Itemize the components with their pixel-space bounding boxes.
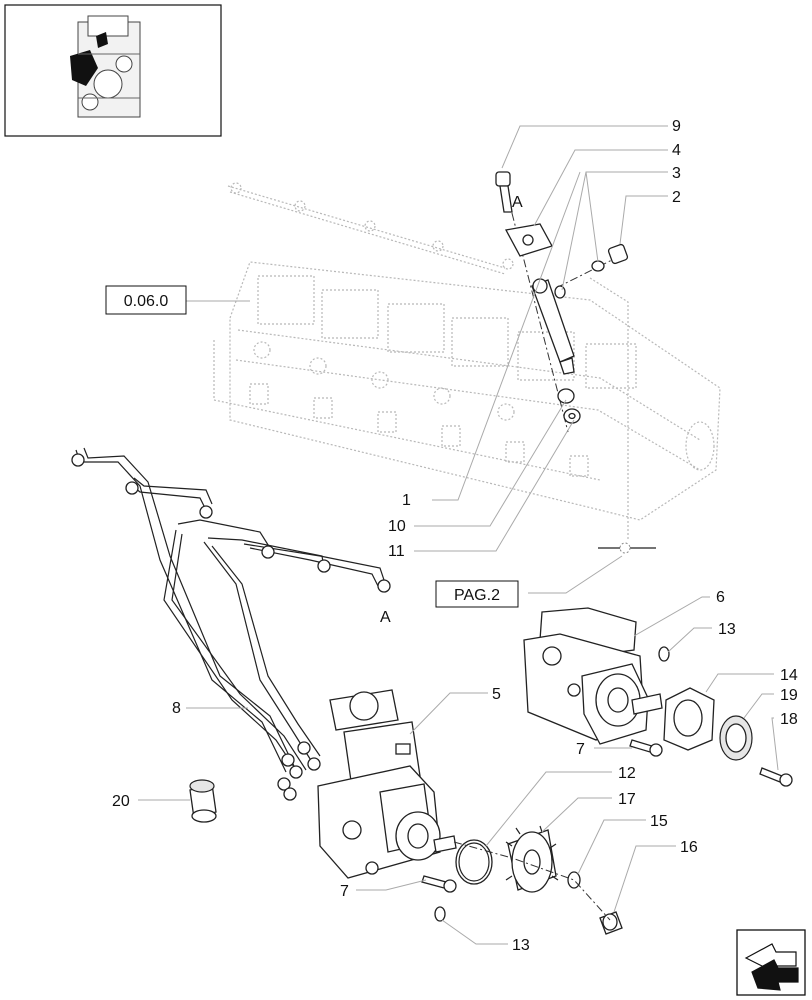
part-2-washer-bolt[interactable] xyxy=(591,243,629,272)
ref-box-continuation[interactable]: PAG.2 xyxy=(435,580,519,608)
part-6-injection-pump[interactable] xyxy=(523,607,663,745)
callout-label: 1 xyxy=(402,492,411,509)
callout-label: 10 xyxy=(388,518,406,535)
callout-label: 6 xyxy=(716,589,725,606)
part-1-injector[interactable] xyxy=(531,278,575,375)
callout-label: 2 xyxy=(672,189,681,206)
injector-assembly: A xyxy=(495,171,629,433)
next-page-arrow-icon[interactable] xyxy=(736,929,806,996)
part-14-gasket[interactable] xyxy=(663,687,715,751)
part-3-washer[interactable] xyxy=(554,285,566,299)
callout-label: 7 xyxy=(576,741,585,758)
part-15-washer[interactable] xyxy=(567,871,581,889)
part-20-fitting[interactable] xyxy=(189,779,217,823)
part-19-seal-ring[interactable] xyxy=(719,715,753,761)
part-10-seal[interactable] xyxy=(557,388,575,404)
callout-label: 7 xyxy=(340,883,349,900)
part-8-injection-pipes[interactable]: A xyxy=(71,447,391,801)
connection-letter-a-pipe: A xyxy=(380,609,391,626)
part-5-injection-pump[interactable] xyxy=(317,689,457,879)
callout-label: 18 xyxy=(780,711,798,728)
callout-label: 16 xyxy=(680,839,698,856)
callout-label: 8 xyxy=(172,700,181,717)
part-18-bolt[interactable] xyxy=(759,767,793,787)
ref-box-cylinder-head[interactable]: 0.06.0 xyxy=(105,285,187,315)
connection-letter-a-top: A xyxy=(512,194,523,211)
engine-thumbnail-icon[interactable] xyxy=(4,4,222,137)
part-13-oring-upper[interactable] xyxy=(658,646,670,662)
callout-label: 12 xyxy=(618,765,636,782)
callout-label: 5 xyxy=(492,686,501,703)
callout-label: 3 xyxy=(672,165,681,182)
part-9-bolt[interactable] xyxy=(495,171,513,213)
callout-label: 19 xyxy=(780,687,798,704)
leader-lines xyxy=(138,125,779,945)
callouts: 9 4 3 2 1 10 11 6 13 14 19 18 5 8 12 17 … xyxy=(112,118,798,954)
part-17-gear[interactable] xyxy=(505,825,559,893)
callout-label: 9 xyxy=(672,118,681,135)
part-11-washer[interactable] xyxy=(563,408,581,424)
ref-box-cylinder-head-label: 0.06.0 xyxy=(124,293,169,310)
callout-label: 13 xyxy=(512,937,530,954)
part-4-clamp[interactable] xyxy=(505,223,553,257)
callout-label: 15 xyxy=(650,813,668,830)
part-7-bolt-upper[interactable] xyxy=(629,739,663,757)
callout-label: 4 xyxy=(672,142,681,159)
callout-label: 13 xyxy=(718,621,736,638)
part-13-oring-lower[interactable] xyxy=(434,906,446,922)
callout-label: 11 xyxy=(388,543,405,560)
callout-label: 14 xyxy=(780,667,798,684)
ref-box-continuation-label: PAG.2 xyxy=(454,587,500,604)
callout-label: 17 xyxy=(618,791,636,808)
part-7-bolt-lower[interactable] xyxy=(421,875,457,893)
cylinder-head-ghost xyxy=(213,182,721,554)
part-16-nut[interactable] xyxy=(599,911,623,935)
part-12-oring[interactable] xyxy=(455,839,493,885)
callout-label: 20 xyxy=(112,793,130,810)
